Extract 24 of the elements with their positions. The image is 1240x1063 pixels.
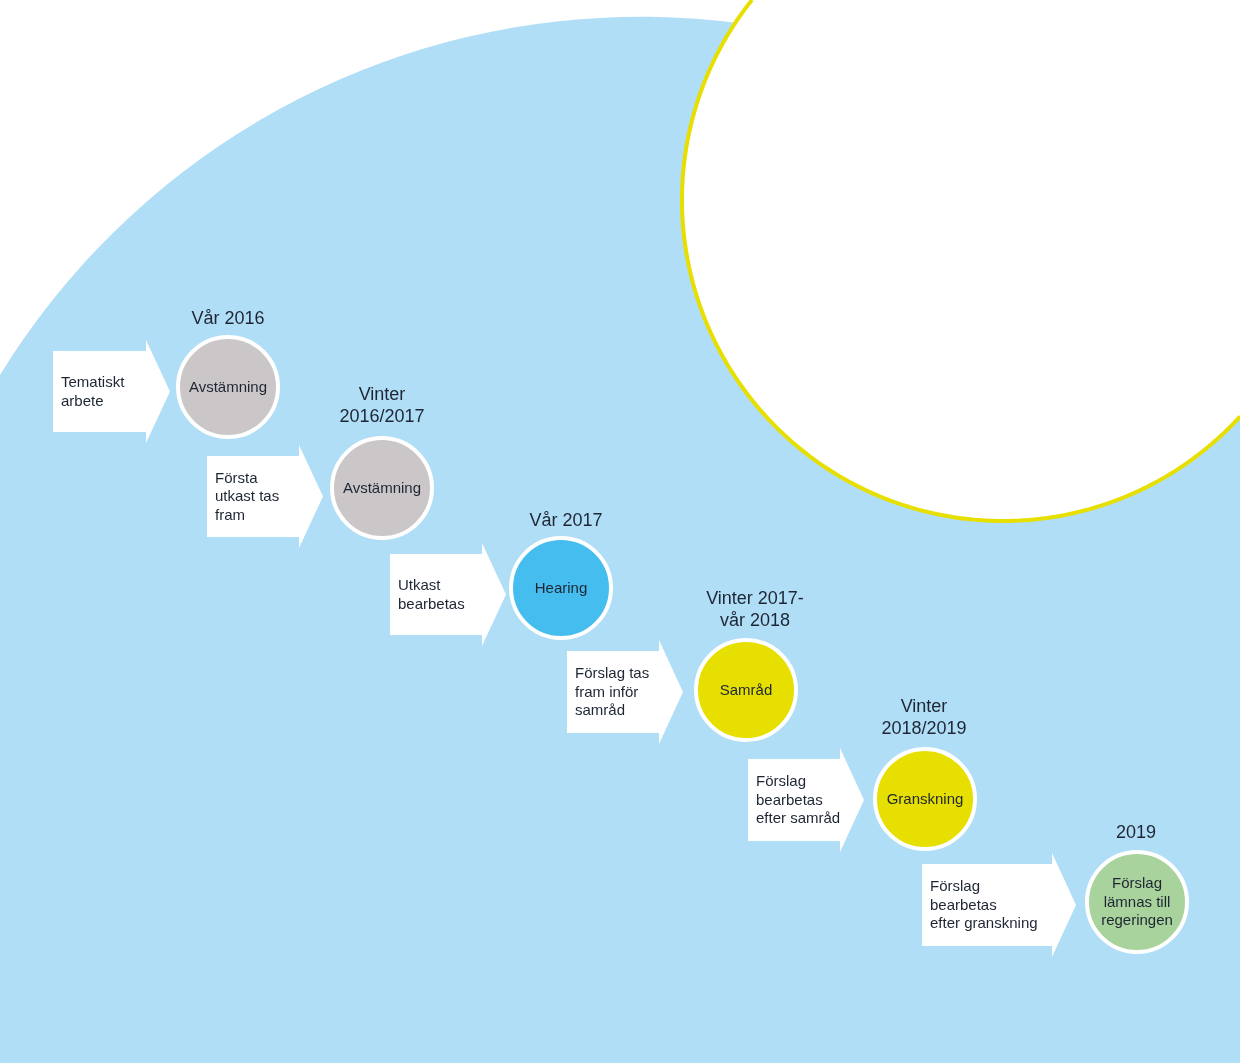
arrow-shape bbox=[567, 640, 683, 744]
step-text: Tematiskt arbete bbox=[61, 373, 125, 410]
arrow-shape bbox=[922, 853, 1076, 957]
date-label: Vinter 2016/2017 bbox=[339, 383, 425, 427]
arrow-shape bbox=[748, 748, 864, 852]
milestone-text: Avstämning bbox=[342, 478, 422, 498]
step-text: Första utkast tas fram bbox=[215, 468, 280, 525]
date-label: Vår 2016 bbox=[191, 307, 265, 329]
arrow-shape bbox=[207, 445, 323, 548]
step-text: Utkast bearbetas bbox=[398, 576, 465, 613]
step-text: Förslag tas fram inför samråd bbox=[575, 664, 650, 720]
milestone-text: Samråd bbox=[719, 680, 773, 700]
arrow-shape bbox=[53, 340, 170, 443]
arrow-shape bbox=[390, 543, 506, 646]
date-label: Vår 2017 bbox=[529, 509, 603, 531]
step-text: Förslag bearbetas efter granskning bbox=[930, 877, 1038, 933]
step-text: Förslag bearbetas efter samråd bbox=[756, 772, 841, 828]
milestone-text: Granskning bbox=[886, 789, 964, 809]
milestone-text: Avstämning bbox=[188, 377, 268, 397]
milestone-text: Hearing bbox=[534, 578, 588, 598]
milestone-text: Förslag lämnas till regeringen bbox=[1101, 874, 1173, 930]
date-label: 2019 bbox=[1116, 821, 1156, 843]
date-label: Vinter 2017- vår 2018 bbox=[706, 587, 804, 631]
date-label: Vinter 2018/2019 bbox=[881, 695, 967, 739]
